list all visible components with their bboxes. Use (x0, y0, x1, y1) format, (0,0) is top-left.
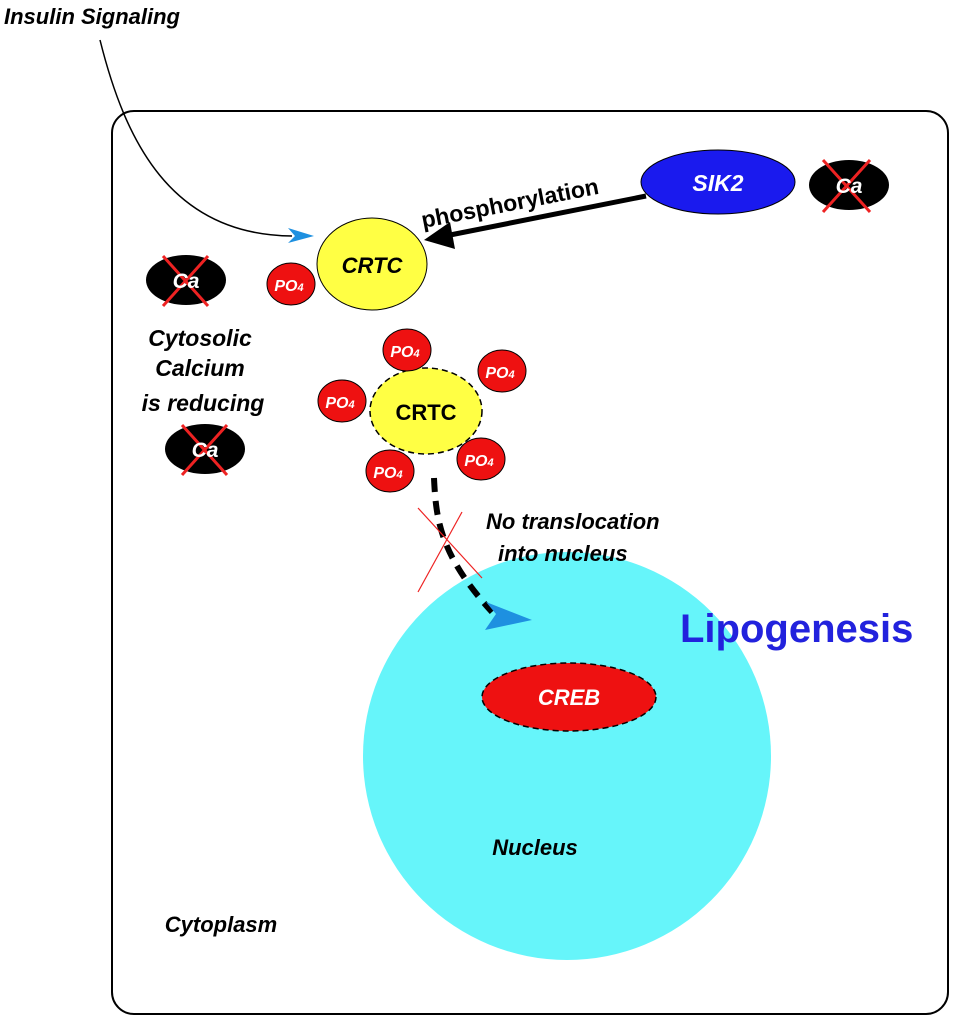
ca-left-top-label: Ca (173, 270, 200, 293)
po4-mid-bottom-left-label: PO4 (373, 465, 402, 482)
po4-mid-bottom-left (365, 449, 415, 493)
sik2-node (640, 149, 796, 215)
po4-mid-left (317, 379, 367, 423)
crtc-top-node (316, 217, 428, 311)
po4-mid-bottom-right-label: PO4 (464, 453, 493, 470)
translocation-path (431, 477, 495, 615)
po4-mid-right-top-label: PO4 (485, 365, 514, 382)
nucleus-label: Nucleus (492, 835, 578, 860)
ca-right (809, 158, 889, 214)
cytoplasm-label: Cytoplasm (165, 912, 277, 937)
po4-mid-bottom-right (456, 437, 506, 481)
insulin-signaling-label: Insulin Signaling (4, 4, 181, 29)
insulin-signaling-arrow (99, 39, 293, 237)
crtc-middle-node (369, 367, 483, 455)
ca-right-label: Ca (836, 175, 863, 198)
translocation-arrow-head (485, 602, 532, 630)
po4-mid-top (382, 328, 432, 372)
cytosolic-calcium-line2: Calcium (155, 355, 244, 381)
po4-mid-top-label: PO4 (390, 344, 419, 361)
po4-top-label: PO4 (274, 278, 303, 295)
crtc-top-label: CRTC (342, 253, 404, 278)
phosphorylation-arrow-shaft (444, 193, 647, 239)
cytosolic-calcium-line3: is reducing (142, 390, 265, 416)
translocation-cross-b (417, 511, 463, 593)
nucleus (363, 552, 771, 960)
po4-top (266, 262, 316, 306)
po4-mid-right-top (477, 349, 527, 393)
translocation-cross-a (417, 507, 483, 579)
creb-label: CREB (538, 685, 600, 710)
no-translocation-line1: No translocation (486, 509, 660, 534)
creb-node (481, 662, 657, 732)
sik2-label: SIK2 (692, 170, 743, 196)
crtc-middle-label: CRTC (395, 400, 456, 425)
ca-left-top (146, 254, 226, 308)
ca-left-bottom-label: Ca (192, 439, 219, 462)
no-translocation-line2: into nucleus (498, 541, 628, 566)
cytosolic-calcium-line1: Cytosolic (148, 325, 252, 351)
po4-mid-left-label: PO4 (325, 395, 354, 412)
insulin-arrow-head (288, 228, 314, 243)
phosphorylation-arrow-head (424, 222, 455, 249)
lipogenesis-label: Lipogenesis (680, 607, 913, 651)
ca-left-bottom (165, 423, 245, 477)
